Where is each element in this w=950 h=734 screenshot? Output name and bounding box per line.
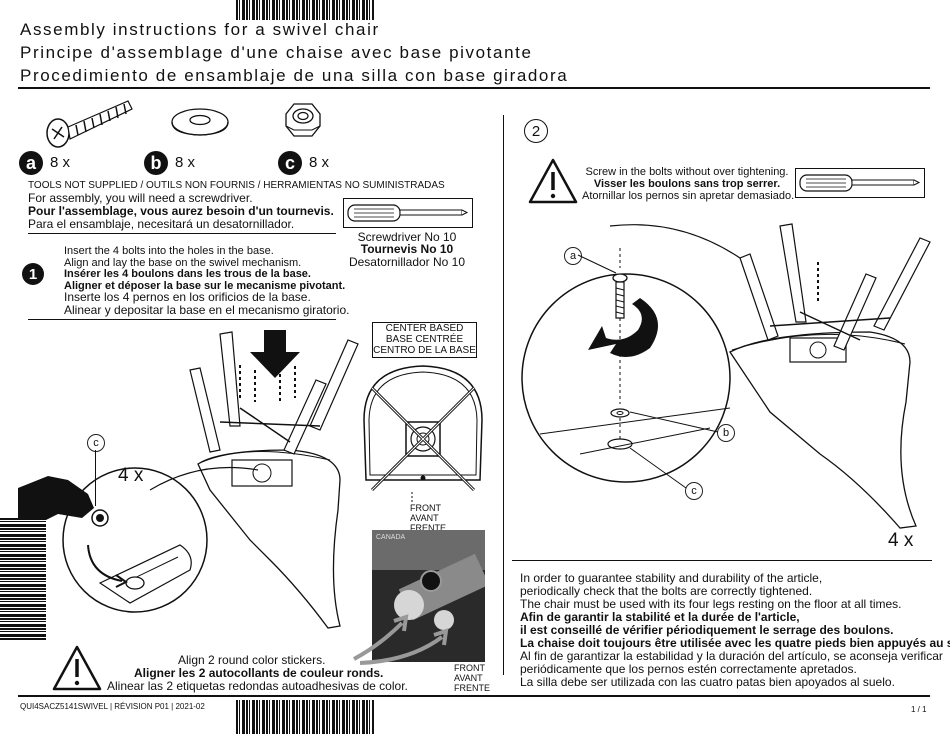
step2-qty: 4 x bbox=[888, 530, 914, 551]
step1-l2: Align and lay the base on the swivel mec… bbox=[64, 257, 302, 269]
screwdriver-caption-es: Desatornillador No 10 bbox=[348, 255, 466, 269]
step2-chair-illustration bbox=[729, 223, 931, 529]
step1-badge: 1 bbox=[22, 263, 44, 285]
sticker-arrows bbox=[353, 614, 449, 665]
step2-label-a: a bbox=[564, 247, 582, 265]
step1-label-c-line bbox=[95, 450, 96, 506]
sticker-photo: CANADA bbox=[372, 530, 485, 662]
side-barcode bbox=[0, 518, 46, 640]
title-divider bbox=[18, 87, 930, 89]
step2-label-c: c bbox=[685, 482, 703, 500]
center-based-fr: BASE CENTRÉE bbox=[385, 334, 464, 345]
column-divider bbox=[503, 115, 504, 675]
part-c-badge: c bbox=[278, 151, 302, 175]
stability-divider bbox=[512, 560, 932, 561]
stability-en3: The chair must be used with its four leg… bbox=[520, 597, 902, 611]
stability-fr2: il est conseillé de vérifier périodiquem… bbox=[520, 623, 894, 637]
stability-es2: periódicamente que los pernos estén corr… bbox=[520, 662, 857, 676]
front-fr-2: AVANT bbox=[454, 673, 483, 683]
screwdriver-icon bbox=[347, 204, 469, 222]
down-arrow-icon bbox=[250, 330, 300, 378]
step1-l6: Alinear y depositar la base en el mecani… bbox=[64, 303, 350, 317]
stickers-es: Alinear las 2 etiquetas redondas autoadh… bbox=[107, 679, 408, 693]
center-based-en: CENTER BASED bbox=[385, 323, 464, 334]
step1-l1: Insert the 4 bolts into the holes in the… bbox=[64, 245, 274, 257]
footer-page: 1 / 1 bbox=[911, 705, 927, 714]
front-es-1: FRENTE bbox=[410, 523, 446, 533]
step1-l5: Inserte los 4 pernos en los orificios de… bbox=[64, 290, 311, 304]
front-en-2: FRONT bbox=[454, 663, 485, 673]
stability-fr3: La chaise doit toujours être utilisée av… bbox=[520, 636, 950, 650]
stability-es1: Al fin de garantizar la estabilidad y la… bbox=[520, 649, 943, 663]
label-b-line bbox=[629, 411, 719, 433]
step1-zoom-circle bbox=[62, 467, 208, 613]
base-top-view bbox=[363, 365, 483, 502]
tools-es: Para el ensamblaje, necesitará un desato… bbox=[28, 217, 295, 231]
front-label-1: FRONT AVANT FRENTE bbox=[410, 503, 446, 533]
washer-icon bbox=[171, 108, 229, 136]
stability-en2: periodically check that the bolts are co… bbox=[520, 584, 813, 598]
warning-icon-step2 bbox=[528, 158, 578, 204]
tools-en: For assembly, you will need a screwdrive… bbox=[28, 191, 253, 205]
stability-en1: In order to guarantee stability and dura… bbox=[520, 571, 823, 585]
step1-l4: Aligner et déposer la base sur le mecani… bbox=[64, 280, 346, 292]
photo-tag: CANADA bbox=[376, 534, 406, 541]
step1-qty: 4 x bbox=[118, 465, 144, 486]
screwdriver-icon-2 bbox=[799, 174, 921, 192]
screwdriver-caption-en: Screwdriver No 10 bbox=[357, 230, 457, 244]
front-fr-1: AVANT bbox=[410, 513, 439, 523]
chair-upside-down-illustration bbox=[189, 331, 359, 629]
zoom-connector bbox=[149, 466, 259, 491]
step1-label-c: c bbox=[87, 434, 105, 452]
front-es-2: FRENTE bbox=[454, 683, 490, 693]
title-fr: Principe d'assemblage d'une chaise avec … bbox=[20, 43, 533, 62]
part-a-badge: a bbox=[19, 151, 43, 175]
tools-not-supplied: TOOLS NOT SUPPLIED / OUTILS NON FOURNIS … bbox=[28, 180, 445, 191]
step2-en: Screw in the bolts without over tighteni… bbox=[585, 166, 789, 178]
stability-fr1: Afin de garantir la stabilité et la duré… bbox=[520, 610, 800, 624]
hand-icon bbox=[18, 476, 109, 527]
title-en: Assembly instructions for a swivel chair bbox=[20, 20, 380, 39]
step2-badge: 2 bbox=[524, 119, 548, 143]
part-a-qty: 8 x bbox=[50, 154, 71, 171]
label-a-line bbox=[577, 254, 617, 274]
stickers-en: Align 2 round color stickers. bbox=[178, 653, 326, 667]
title-es: Procedimiento de ensamblaje de una silla… bbox=[20, 66, 569, 85]
top-barcode bbox=[236, 0, 374, 20]
front-en-1: FRONT bbox=[410, 503, 441, 513]
screwdriver-caption-fr: Tournevis No 10 bbox=[360, 242, 454, 256]
center-based-es: CENTRO DE LA BASE bbox=[373, 345, 476, 356]
step1-l3: Insérer les 4 boulons dans les trous de … bbox=[64, 268, 311, 280]
footer-code: QUI4SACZ5141SWIVEL | RÉVISION P01 | 2021… bbox=[20, 702, 205, 711]
bolt-icon bbox=[46, 100, 133, 148]
step2-zoom-circle bbox=[521, 224, 741, 483]
tools-fr: Pour l'assemblage, vous aurez besoin d'u… bbox=[28, 204, 334, 218]
step2-label-b: b bbox=[717, 424, 735, 442]
bottom-barcode bbox=[236, 700, 374, 734]
center-based-box: CENTER BASED BASE CENTRÉE CENTRO DE LA B… bbox=[372, 322, 477, 358]
stability-es3: La silla debe ser utilizada con las cuat… bbox=[520, 675, 895, 689]
part-b-badge: b bbox=[144, 151, 168, 175]
front-label-2: FRONT AVANT FRENTE bbox=[454, 663, 490, 693]
screwdriver-box-2 bbox=[795, 168, 925, 198]
label-c-line bbox=[629, 447, 687, 489]
part-b-qty: 8 x bbox=[175, 154, 196, 171]
step2-es: Atornillar los pernos sin apretar demasi… bbox=[582, 190, 795, 202]
stickers-fr: Aligner les 2 autocollants de couleur ro… bbox=[134, 666, 384, 680]
nut-icon bbox=[285, 103, 321, 137]
step2-fr: Visser les boulons sans trop serrer. bbox=[593, 178, 781, 190]
part-c-qty: 8 x bbox=[309, 154, 330, 171]
warning-icon-stickers bbox=[52, 645, 102, 691]
tools-divider bbox=[28, 233, 336, 234]
footer-divider bbox=[18, 695, 930, 697]
step1-divider bbox=[28, 319, 336, 320]
screwdriver-box bbox=[343, 198, 473, 228]
